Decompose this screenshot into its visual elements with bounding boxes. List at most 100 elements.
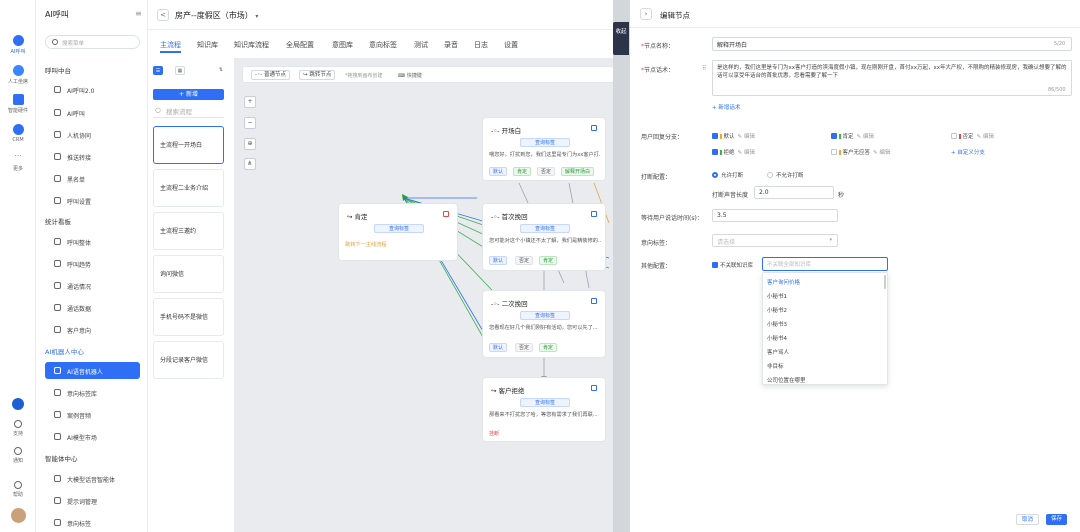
- tab-global-config[interactable]: 全局配置: [286, 41, 314, 49]
- add-flow-button[interactable]: + 新增: [153, 89, 224, 100]
- tab-settings[interactable]: 设置: [504, 41, 518, 49]
- collapse-panel-button[interactable]: 收起: [613, 22, 629, 55]
- grid-view-toggle[interactable]: ▦: [175, 66, 185, 75]
- rail-ai-call[interactable]: AI呼叫: [0, 35, 36, 55]
- rail-more[interactable]: ···更多: [12, 152, 23, 172]
- menu-llm-voice-agent[interactable]: 大模型话音智能体: [45, 470, 140, 487]
- layout-icon[interactable]: ⋔: [244, 158, 256, 170]
- rail-hardware[interactable]: 智能硬件: [0, 94, 36, 114]
- menu-prompt-management[interactable]: 提示词管理: [45, 492, 140, 509]
- flow-item[interactable]: 主流程三邀约: [153, 212, 224, 250]
- speaker-icon[interactable]: [591, 385, 597, 391]
- branch-checkbox-affirm[interactable]: 肯定✎ 编辑: [831, 132, 874, 140]
- kb-select-input[interactable]: 不关联全部知识库: [762, 257, 888, 271]
- tab-log[interactable]: 日志: [474, 41, 488, 49]
- branch-checkbox-reject[interactable]: 拒绝✎ 编辑: [712, 148, 755, 156]
- branch-checkbox-no-answer[interactable]: 客户无应答✎ 编辑: [831, 148, 890, 156]
- normal-node-button[interactable]: -◦- 普通节点: [251, 70, 290, 80]
- menu-push-transfer[interactable]: 推送转接: [45, 148, 140, 165]
- node-customer-reject[interactable]: ↪ 客户拒绝 查询标签 那看来不打扰您了哈，等您有需求了我们再联... 挂断: [482, 377, 606, 442]
- menu-call-trend[interactable]: 呼叫趋势: [45, 255, 140, 272]
- rail-notice[interactable]: 通知: [0, 447, 36, 464]
- menu-call-overall[interactable]: 呼叫整体: [45, 233, 140, 250]
- query-tag-button[interactable]: 查询标签: [520, 311, 570, 320]
- branch-checkbox-deny[interactable]: 否定✎ 编辑: [951, 132, 994, 140]
- wait-time-input[interactable]: 3.5: [712, 209, 838, 222]
- edit-icon[interactable]: ✎ 编辑: [737, 134, 755, 140]
- speaker-icon[interactable]: [443, 211, 449, 217]
- flow-item[interactable]: 分段记录客户微信: [153, 341, 224, 379]
- node-first-rebuttal[interactable]: -◦- 首次挽回 查询标签 您可能对这个小镇还不太了解，我们是精装修的... 默…: [482, 203, 606, 271]
- edit-icon[interactable]: ✎ 编辑: [737, 150, 755, 156]
- rail-agent[interactable]: 人工坐席: [0, 65, 36, 85]
- locate-icon[interactable]: ⊕: [244, 138, 256, 150]
- drawer-close-icon[interactable]: ›: [640, 8, 652, 20]
- flow-canvas[interactable]: -◦- 普通节点 ↪ 跳转节点 *拖拽到画布创建 ⌨ 快捷键 + − ⊕ ⋔: [234, 58, 659, 532]
- user-avatar[interactable]: [0, 508, 36, 525]
- menu-human-collab[interactable]: 人机协同: [45, 126, 140, 143]
- dropdown-scrollbar[interactable]: [884, 275, 886, 289]
- menu-call-data[interactable]: 通话数据: [45, 299, 140, 316]
- tab-intent-tags[interactable]: 意向标签: [369, 41, 397, 49]
- back-button[interactable]: <: [157, 9, 169, 21]
- branch-checkbox-default[interactable]: 默认✎ 编辑: [712, 132, 755, 140]
- allow-interrupt-radio[interactable]: 允许打断: [712, 171, 743, 179]
- menu-ai-call[interactable]: AI呼叫: [45, 104, 140, 121]
- menu-case-audio[interactable]: 案例音频: [45, 406, 140, 423]
- no-kb-checkbox[interactable]: 不关联知识库: [712, 261, 753, 269]
- menu-ai-voice-robot[interactable]: AI语音机器人: [45, 362, 140, 379]
- menu-collapse-icon[interactable]: ≡: [135, 9, 142, 18]
- edit-icon[interactable]: ✎ 编辑: [976, 134, 994, 140]
- menu-blacklist[interactable]: 黑名单: [45, 170, 140, 187]
- flow-item[interactable]: 主流程二业务介绍: [153, 169, 224, 207]
- flow-search-input[interactable]: ○搜索流程: [153, 106, 224, 118]
- menu-intent-tag-lib[interactable]: 意向标签库: [45, 384, 140, 401]
- cancel-button[interactable]: 取消: [1016, 514, 1040, 525]
- query-tag-button[interactable]: 查询标签: [520, 138, 570, 147]
- flow-item[interactable]: 询问微信: [153, 255, 224, 293]
- rail-help[interactable]: 帮助: [0, 481, 36, 498]
- disallow-interrupt-radio[interactable]: 不允许打断: [767, 171, 804, 179]
- custom-branch-link[interactable]: + 自定义分支: [951, 150, 985, 156]
- menu-ai-call-2[interactable]: AI呼叫2.0: [45, 81, 140, 98]
- tab-recording[interactable]: 录音: [444, 41, 458, 49]
- kb-option[interactable]: 客户询问价格: [767, 280, 801, 286]
- drag-handle-icon[interactable]: ⠿: [702, 65, 707, 72]
- query-tag-button[interactable]: 查询标签: [374, 224, 424, 233]
- save-button[interactable]: 保存: [1046, 514, 1068, 525]
- edit-icon[interactable]: ✎ 编辑: [873, 150, 891, 156]
- kb-option[interactable]: 小秘书4: [767, 336, 787, 342]
- speaker-icon[interactable]: [591, 211, 597, 217]
- tab-knowledge-flow[interactable]: 知识库流程: [234, 41, 269, 49]
- sort-icon[interactable]: ⇅: [218, 67, 224, 73]
- tab-main-flow[interactable]: 主流程: [160, 41, 181, 53]
- kb-option[interactable]: 小秘书1: [767, 294, 787, 300]
- kb-option[interactable]: 客户骂人: [767, 350, 790, 356]
- tab-test[interactable]: 测试: [414, 41, 428, 49]
- flow-item[interactable]: 主流程一开场白: [153, 126, 224, 164]
- shortcut-button[interactable]: ⌨ 快捷键: [398, 73, 422, 79]
- node-start[interactable]: -◦- 开场白 查询标签 喂您好，打扰到您，我们这里是专门为xx客户打... 默…: [482, 117, 606, 181]
- zoom-in-icon[interactable]: +: [244, 96, 256, 108]
- rail-crm[interactable]: CRM: [0, 124, 36, 143]
- node-script-textarea[interactable]: 是这样的，我们这里是专门为xx客户打造的滨海度假小镇，现在刚刚开盘，首付xx万起…: [712, 60, 1072, 96]
- intent-tag-select[interactable]: 请选择▾: [712, 234, 838, 247]
- query-tag-button[interactable]: 查询标签: [520, 224, 570, 233]
- flow-item[interactable]: 手机号码不是微信: [153, 298, 224, 336]
- query-tag-button[interactable]: 查询标签: [520, 398, 570, 407]
- node-affirm[interactable]: ↪ 肯定 查询标签 跳转下一主线流程: [338, 203, 458, 261]
- menu-intent-tags[interactable]: 意向标签: [45, 514, 140, 531]
- interrupt-length-input[interactable]: 2.0: [754, 186, 834, 199]
- node-name-input[interactable]: 解释开场白: [712, 37, 1072, 51]
- tab-intent-lib[interactable]: 意图库: [332, 41, 353, 49]
- kb-option[interactable]: 小秘书2: [767, 308, 787, 314]
- kb-option[interactable]: 非目标: [767, 364, 784, 370]
- tab-knowledge[interactable]: 知识库: [197, 41, 218, 49]
- menu-customer-intent[interactable]: 客户意向: [45, 321, 140, 338]
- node-second-rebuttal[interactable]: -◦- 二次挽回 查询标签 您看现在好几个我们刚好有活动，您可以先了... 默认…: [482, 290, 606, 358]
- menu-call-status[interactable]: 通话情况: [45, 277, 140, 294]
- edit-icon[interactable]: ✎ 编辑: [856, 134, 874, 140]
- menu-ai-model-market[interactable]: AI模型市场: [45, 428, 140, 445]
- jump-node-button[interactable]: ↪ 跳转节点: [299, 70, 336, 80]
- speaker-icon[interactable]: [591, 125, 597, 131]
